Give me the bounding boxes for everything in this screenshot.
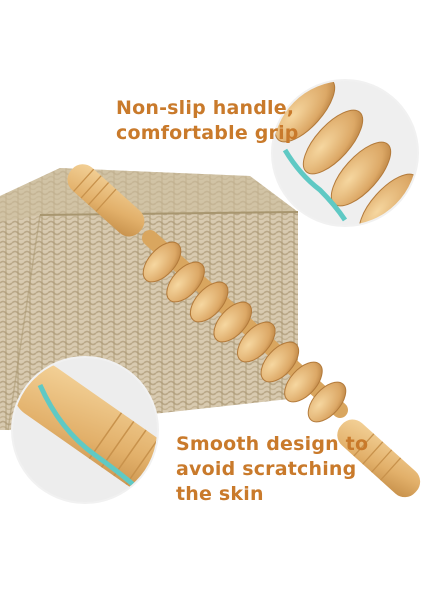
roller-disc [142,241,182,283]
zoom-circle-top [271,79,419,227]
zoom-roller-disc [302,109,364,175]
roller-disc [213,301,252,343]
roller-disc [166,261,205,303]
callout-top: Non-slip handle, comfortable grip [116,96,299,146]
roller-disc [307,381,347,423]
callout-bottom: Smooth design to avoid scratching the sk… [176,432,368,507]
wooden-roller-massager [67,164,421,498]
roller-disc [237,321,276,363]
callout-bottom-line-1: Smooth design to [176,433,369,455]
zoom-circle-bottom [11,356,159,504]
roller-disc [260,341,300,383]
roller-disc [284,361,323,403]
callout-top-line-1: Non-slip handle, [116,97,295,119]
callout-bottom-line-2: avoid scratching [176,458,357,480]
roller-disc [189,281,229,323]
callout-top-line-2: comfortable grip [116,122,299,144]
callout-bottom-line-3: the skin [176,483,264,505]
